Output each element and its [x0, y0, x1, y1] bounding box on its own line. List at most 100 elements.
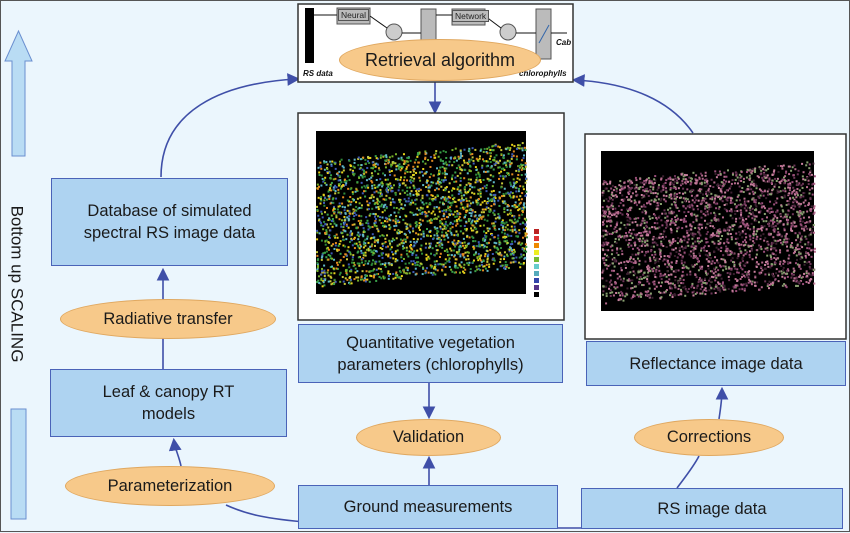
- map-pixel: [525, 182, 527, 184]
- map-pixel: [417, 166, 419, 168]
- map-pixel: [683, 239, 685, 241]
- map-pixel: [806, 221, 808, 223]
- quantitative-box: Quantitative vegetation parameters (chlo…: [298, 324, 563, 383]
- map-pixel: [743, 275, 745, 277]
- map-pixel: [445, 232, 447, 234]
- map-pixel: [404, 233, 406, 235]
- map-pixel: [407, 255, 409, 257]
- map-pixel: [509, 229, 511, 231]
- map-pixel: [720, 231, 722, 233]
- map-pixel: [391, 170, 393, 172]
- map-pixel: [366, 270, 368, 272]
- legend-swatch: [534, 271, 539, 276]
- map-pixel: [340, 188, 342, 190]
- map-pixel: [603, 212, 605, 214]
- map-pixel: [703, 247, 705, 249]
- map-pixel: [760, 195, 762, 197]
- map-pixel: [450, 228, 452, 230]
- map-pixel: [671, 182, 673, 184]
- map-pixel: [719, 274, 721, 276]
- map-pixel: [383, 198, 385, 200]
- map-pixel: [755, 199, 757, 201]
- map-pixel: [332, 202, 334, 204]
- database-box: Database of simulated spectral RS image …: [51, 178, 288, 266]
- map-pixel: [788, 238, 790, 240]
- map-pixel: [323, 202, 325, 204]
- map-pixel: [401, 167, 403, 169]
- map-pixel: [457, 213, 459, 215]
- map-pixel: [519, 179, 521, 181]
- map-pixel: [464, 242, 466, 244]
- map-pixel: [677, 237, 679, 239]
- map-pixel: [381, 248, 383, 250]
- map-pixel: [683, 267, 685, 269]
- map-pixel: [751, 250, 753, 252]
- map-pixel: [605, 302, 607, 304]
- map-pixel: [693, 245, 695, 247]
- map-pixel: [725, 245, 727, 247]
- map-pixel: [324, 197, 326, 199]
- map-pixel: [745, 218, 747, 220]
- map-pixel: [731, 183, 733, 185]
- map-pixel: [503, 211, 505, 213]
- map-pixel: [387, 186, 389, 188]
- map-pixel: [751, 217, 753, 219]
- map-pixel: [808, 222, 810, 224]
- map-pixel: [333, 267, 335, 269]
- map-pixel: [358, 207, 360, 209]
- map-pixel: [354, 173, 356, 175]
- map-pixel: [646, 294, 648, 296]
- map-pixel: [461, 164, 463, 166]
- map-pixel: [338, 171, 340, 173]
- map-pixel: [671, 203, 673, 205]
- map-pixel: [615, 226, 617, 228]
- map-pixel: [740, 205, 742, 207]
- map-pixel: [682, 193, 684, 195]
- map-pixel: [622, 200, 624, 202]
- map-pixel: [518, 262, 520, 264]
- map-pixel: [387, 272, 389, 274]
- map-pixel: [737, 177, 739, 179]
- map-pixel: [449, 223, 451, 225]
- map-pixel: [410, 251, 412, 253]
- map-pixel: [372, 252, 374, 254]
- map-pixel: [734, 213, 736, 215]
- map-pixel: [372, 161, 374, 163]
- map-pixel: [740, 212, 742, 214]
- map-pixel: [422, 231, 424, 233]
- map-pixel: [340, 259, 342, 261]
- map-pixel: [658, 270, 660, 272]
- map-pixel: [708, 280, 710, 282]
- map-pixel: [440, 240, 442, 242]
- map-pixel: [489, 152, 491, 154]
- map-pixel: [383, 205, 385, 207]
- map-pixel: [688, 234, 690, 236]
- map-pixel: [664, 209, 666, 211]
- map-pixel: [775, 243, 777, 245]
- map-pixel: [392, 278, 394, 280]
- map-pixel: [793, 190, 795, 192]
- map-pixel: [374, 170, 376, 172]
- map-pixel: [734, 268, 736, 270]
- map-pixel: [606, 268, 608, 270]
- map-pixel: [617, 277, 619, 279]
- map-pixel: [472, 261, 474, 263]
- map-pixel: [608, 218, 610, 220]
- map-pixel: [808, 180, 810, 182]
- map-pixel: [654, 274, 656, 276]
- map-pixel: [425, 270, 427, 272]
- map-pixel: [678, 285, 680, 287]
- map-pixel: [626, 196, 628, 198]
- map-pixel: [445, 221, 447, 223]
- legend-swatch: [534, 236, 539, 241]
- map-pixel: [793, 222, 795, 224]
- map-pixel: [458, 193, 460, 195]
- map-pixel: [761, 262, 763, 264]
- map-pixel: [469, 218, 471, 220]
- map-pixel: [718, 187, 720, 189]
- map-pixel: [502, 229, 504, 231]
- map-pixel: [790, 277, 792, 279]
- map-pixel: [492, 175, 494, 177]
- map-pixel: [740, 278, 742, 280]
- map-pixel: [519, 203, 521, 205]
